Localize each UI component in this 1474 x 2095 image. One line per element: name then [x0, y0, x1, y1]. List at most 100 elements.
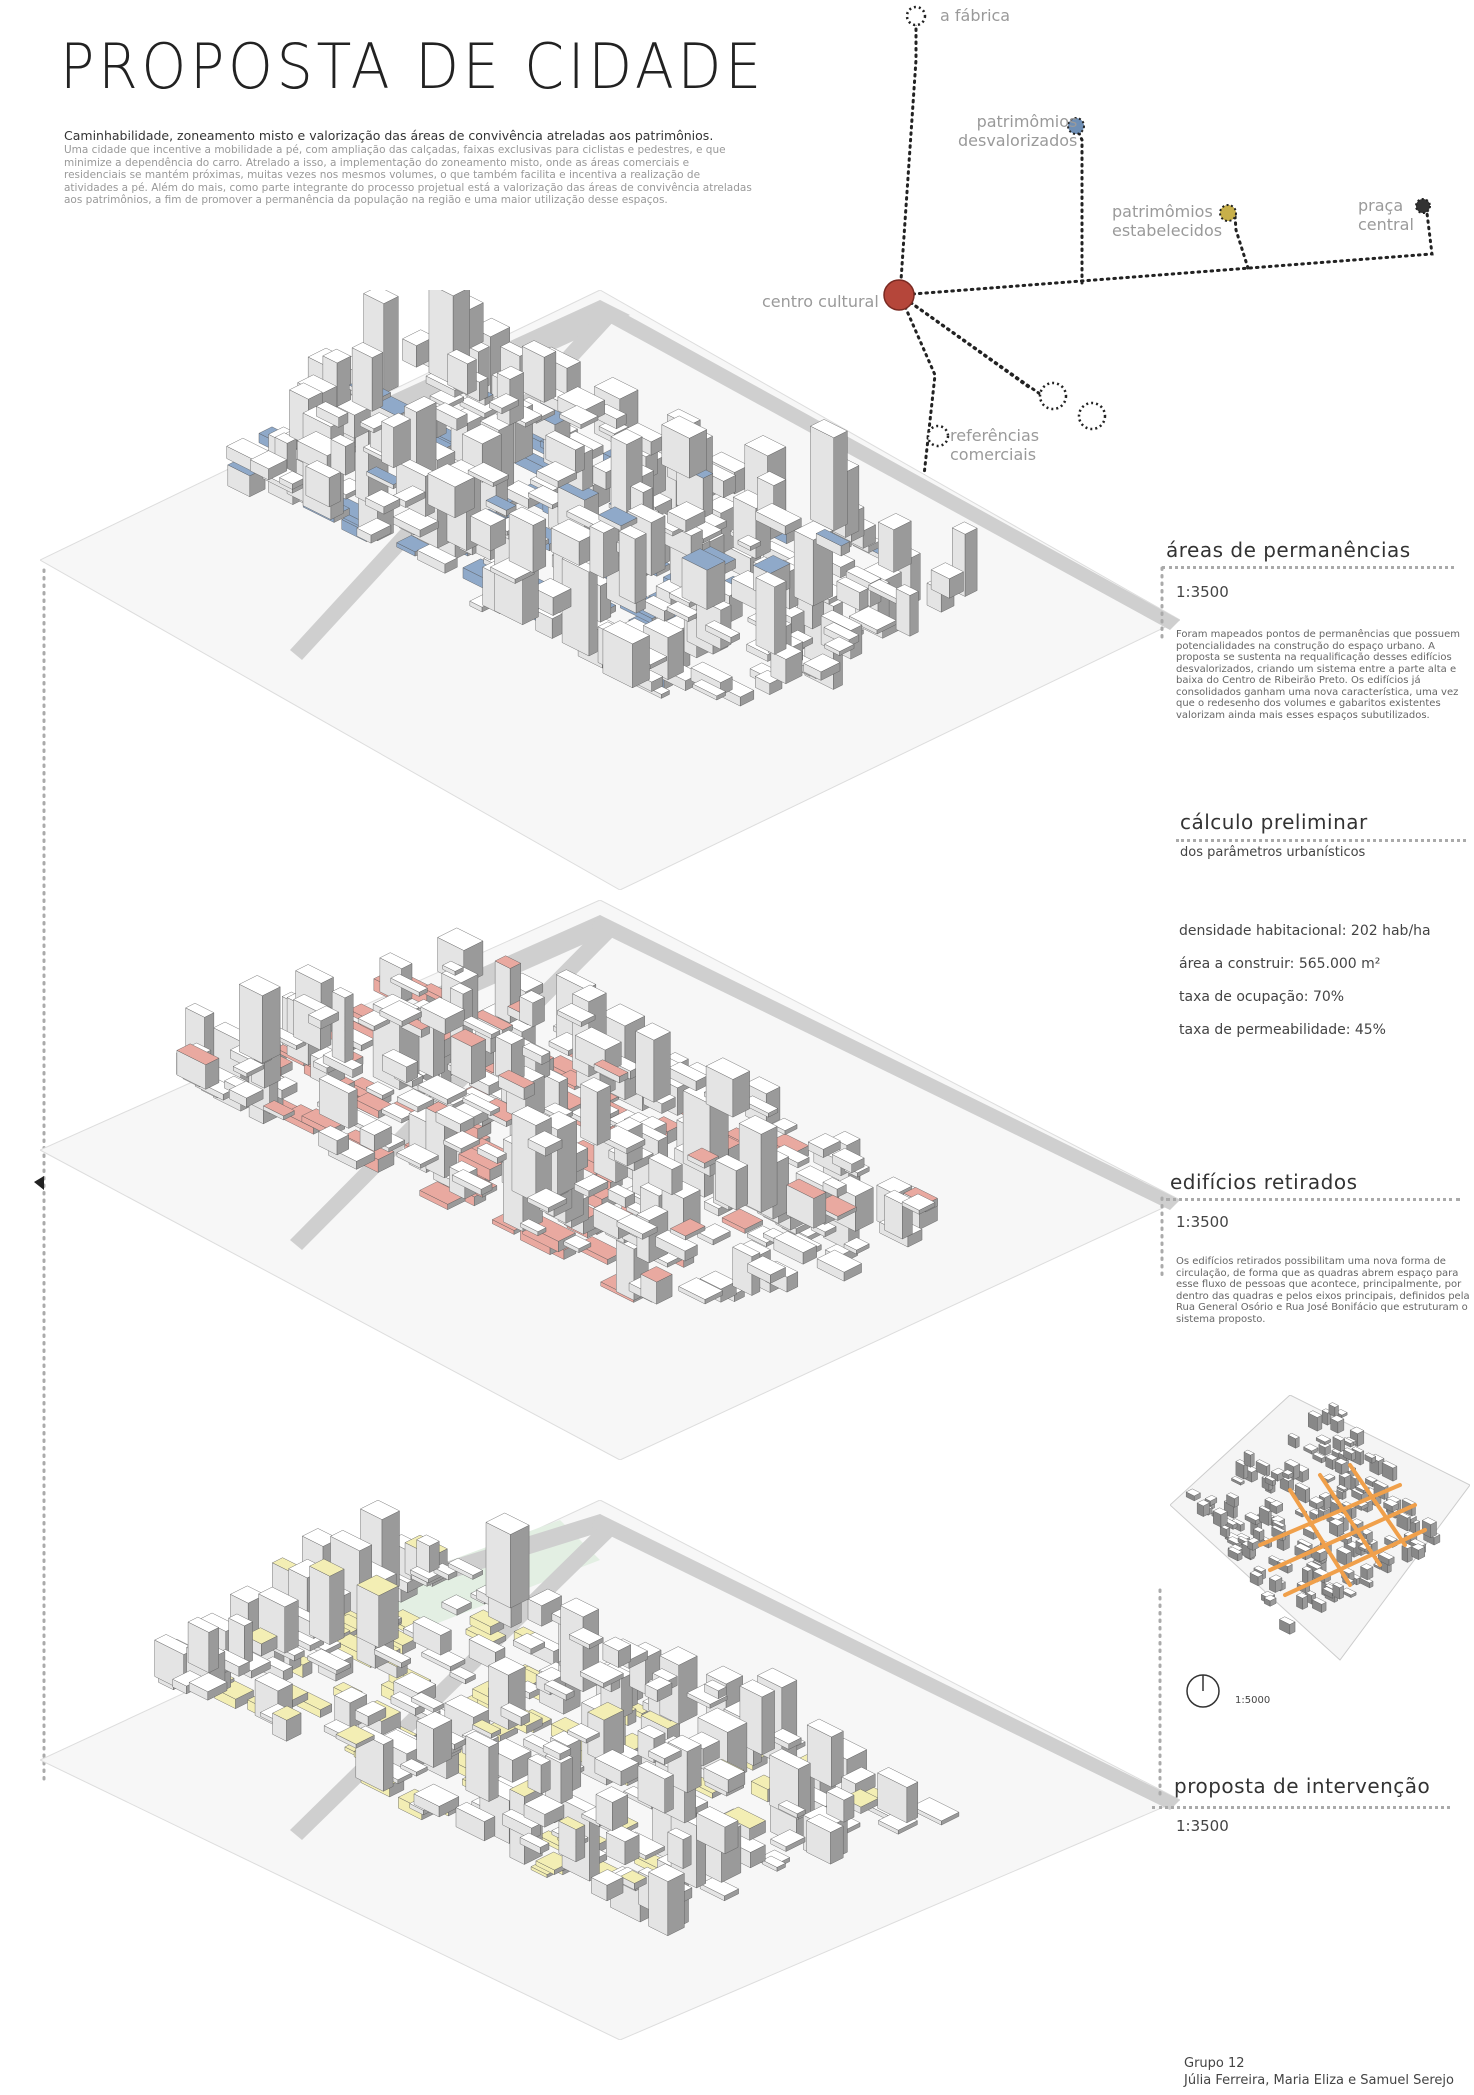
- building-face: [1360, 1450, 1364, 1466]
- building-face: [757, 1667, 798, 1688]
- building-face: [1312, 1451, 1326, 1459]
- map-1-buildings: [226, 290, 978, 707]
- building-face: [848, 606, 897, 631]
- building-face: [560, 1605, 584, 1693]
- building-face: [845, 565, 882, 584]
- building-face: [356, 1574, 399, 1596]
- building-face: [721, 1806, 766, 1829]
- building-face: [1315, 1434, 1332, 1443]
- building-face: [239, 983, 263, 1064]
- building-face: [472, 1719, 502, 1735]
- label-praca-2: central: [1358, 215, 1414, 234]
- label-estabelecidos-2: estabelecidos: [1112, 221, 1223, 240]
- building-face: [841, 1766, 876, 1785]
- label-desvalorizados-1: patrimômios: [976, 112, 1078, 131]
- building-face: [667, 1734, 702, 1752]
- building-face: [599, 1003, 646, 1027]
- building-face: [373, 1644, 412, 1664]
- building-face: [1318, 1492, 1332, 1499]
- building-face: [1294, 1543, 1312, 1552]
- building-face: [1252, 1526, 1265, 1533]
- node-praca: [1415, 198, 1431, 214]
- building-face: [1268, 1574, 1283, 1582]
- building-face: [392, 507, 439, 531]
- building-face: [602, 1636, 632, 1652]
- building-face: [544, 1679, 575, 1695]
- building-face: [1301, 1565, 1313, 1572]
- building-face: [455, 1801, 496, 1822]
- building-face: [643, 595, 675, 612]
- building-face: [351, 347, 373, 412]
- label-estabelecidos-1: patrimômios: [1112, 202, 1213, 221]
- building-face: [1243, 1449, 1255, 1456]
- building-face: [542, 1739, 572, 1755]
- building-face: [334, 1686, 368, 1704]
- building-face: [1325, 1454, 1339, 1461]
- building-face: [877, 1767, 919, 1788]
- building-face: [494, 955, 522, 969]
- divider: [1176, 839, 1466, 842]
- building-face: [732, 1242, 761, 1257]
- label-referencias: referências comerciais: [950, 426, 1039, 464]
- building-face: [816, 1249, 862, 1273]
- building-face: [1264, 1475, 1277, 1482]
- building-face: [1322, 1473, 1336, 1481]
- building-face: [441, 1594, 472, 1610]
- building-face: [951, 521, 978, 535]
- building-face: [1383, 1498, 1399, 1507]
- building-face: [284, 1599, 299, 1654]
- building-face: [1392, 1465, 1398, 1482]
- building-face: [187, 1616, 220, 1633]
- building-face: [471, 1039, 486, 1085]
- building-face: [573, 1173, 609, 1192]
- building-face: [1226, 1492, 1240, 1499]
- building-face: [574, 1026, 622, 1051]
- building-face: [450, 1028, 487, 1047]
- building-face: [1284, 1459, 1301, 1468]
- building-face: [379, 1000, 422, 1022]
- building-face: [655, 1229, 698, 1252]
- building-face: [378, 1585, 399, 1649]
- building-face: [1303, 1443, 1319, 1452]
- link-praca: [898, 203, 1434, 297]
- building-face: [356, 517, 392, 536]
- building-face: [1253, 1565, 1267, 1572]
- building-face: [558, 1816, 586, 1830]
- param-permeabilidade: taxa de permeabilidade: 45%: [1179, 1022, 1386, 1038]
- building-face: [381, 412, 411, 428]
- building-face: [449, 982, 473, 995]
- building-face: [379, 952, 413, 969]
- building-face: [1328, 1402, 1339, 1408]
- scale-retirados: 1:3500: [1176, 1213, 1229, 1231]
- building-face: [1247, 1537, 1260, 1544]
- building-face: [575, 445, 585, 475]
- building-face: [1384, 1535, 1398, 1542]
- building-face: [172, 1670, 205, 1687]
- building-face: [1266, 1464, 1271, 1477]
- building-face: [1307, 1410, 1323, 1418]
- building-face: [229, 1585, 266, 1604]
- building-face: [381, 1049, 419, 1068]
- left-connector: [34, 568, 46, 1782]
- building-face: [634, 533, 647, 605]
- label-estabelecidos: patrimômios estabelecidos: [1112, 202, 1222, 240]
- title-intervencao: proposta de intervenção: [1174, 1774, 1431, 1798]
- title-permanencias: áreas de permanências: [1166, 538, 1411, 562]
- building-face: [1287, 1432, 1300, 1440]
- building-face: [447, 349, 477, 365]
- building-face: [1294, 1482, 1311, 1491]
- building-face: [363, 290, 399, 304]
- building-face: [598, 506, 638, 527]
- map-intervencao: [40, 1500, 1180, 2040]
- building-face: [1270, 1467, 1285, 1475]
- building-face: [410, 1692, 445, 1709]
- building-face: [1258, 1505, 1272, 1512]
- building-face: [429, 1540, 440, 1573]
- building-face: [877, 513, 912, 530]
- building-face: [664, 1774, 674, 1814]
- building-face: [520, 1218, 547, 1232]
- building-face: [703, 1759, 746, 1781]
- building-face: [371, 352, 384, 412]
- building-face: [328, 471, 341, 508]
- building-face: [1336, 1484, 1348, 1491]
